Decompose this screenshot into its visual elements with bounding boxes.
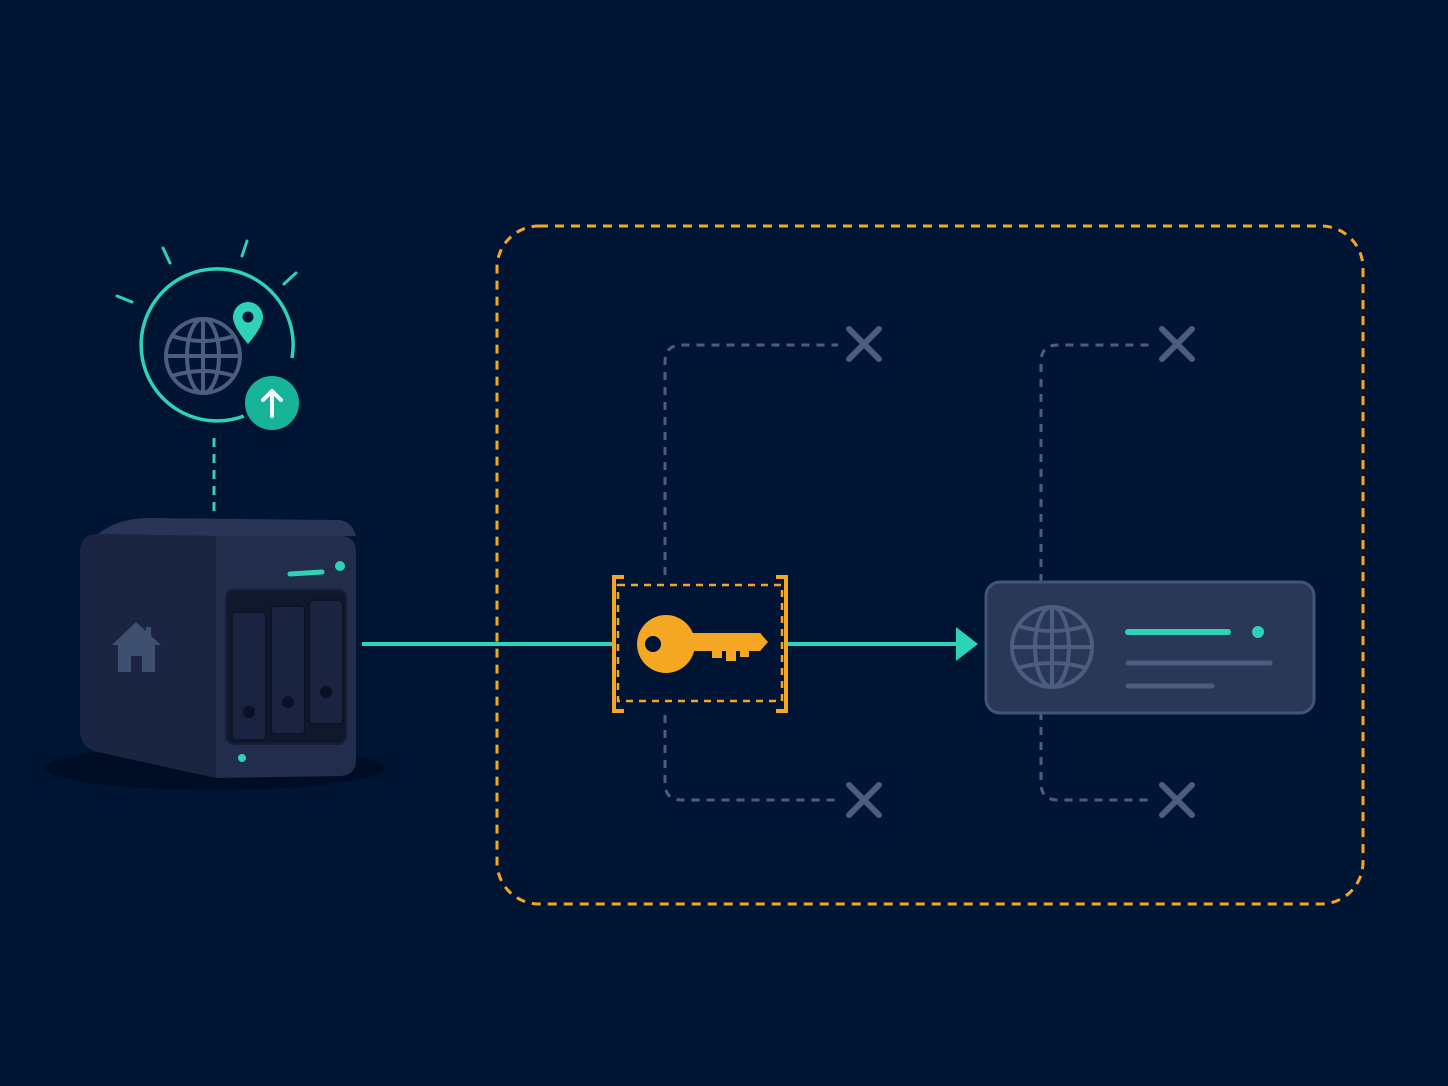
home-icon: [112, 622, 161, 672]
home-nas-node: [45, 518, 385, 790]
globe-icon: [164, 317, 242, 395]
status-led: [335, 561, 345, 571]
dynamic-dns-node: [115, 239, 303, 434]
upload-badge-icon: [241, 372, 303, 434]
web-service-node: [984, 580, 1316, 715]
signal-rays-icon: [115, 239, 298, 304]
blocked-path-left-upper: [663, 343, 838, 575]
drive-bay: [308, 599, 344, 725]
blocked-x-icon: [846, 782, 882, 818]
blocked-x-icon: [846, 326, 882, 362]
access-key-node: [612, 575, 788, 713]
blocked-x-icon: [1159, 782, 1195, 818]
blocked-path-right-upper: [1039, 343, 1152, 582]
status-dot: [1252, 626, 1264, 638]
globe-icon: [1010, 605, 1094, 689]
blocked-x-icon: [1159, 326, 1195, 362]
edge-key-to-service: [788, 627, 978, 661]
status-led: [238, 754, 246, 762]
secure-boundary: [495, 224, 1365, 906]
location-pin-icon: [233, 302, 263, 344]
drive-bay: [270, 605, 306, 735]
arrowhead-icon: [956, 627, 978, 661]
key-icon: [637, 615, 768, 673]
drive-bay: [231, 611, 267, 741]
blocked-path-left-lower: [663, 715, 838, 802]
blocked-path-right-lower: [1039, 712, 1152, 802]
